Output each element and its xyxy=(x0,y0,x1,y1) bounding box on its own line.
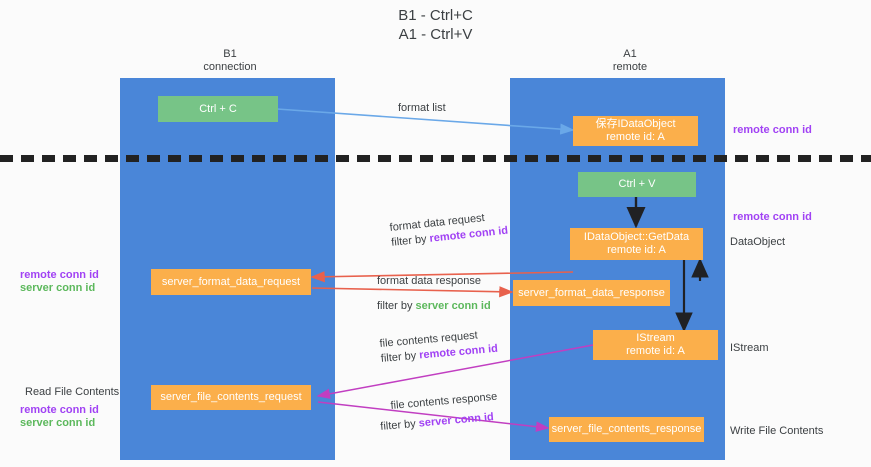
node-server-format-data-response[interactable]: server_format_data_response xyxy=(513,280,670,306)
annotation-read-file-contents: Read File Contents xyxy=(25,386,120,398)
page-title: B1 - Ctrl+C A1 - Ctrl+V xyxy=(398,7,473,43)
node-server-file-contents-response[interactable]: server_file_contents_response xyxy=(549,417,704,442)
annotation-dataobject: DataObject xyxy=(730,236,786,248)
filter-prefix: filter by xyxy=(379,417,420,433)
node-idataobject-getdata[interactable]: IDataObject::GetData remote id: A xyxy=(570,228,703,260)
node-save-idataobject[interactable]: 保存IDataObject remote id: A xyxy=(573,116,698,146)
edge-label-file-contents-response-filter: filter by server conn id xyxy=(380,410,500,435)
filter-key-server-conn-id: server conn id xyxy=(415,300,491,312)
edge-label-format-data-response-group: format data response filter by server co… xyxy=(377,274,491,314)
filter-prefix: filter by xyxy=(377,300,416,312)
node-istream[interactable]: IStream remote id: A xyxy=(593,330,718,360)
edge-label-format-data-request-group: format data request filter by remote con… xyxy=(389,209,509,251)
filter-key-server-conn-id: server conn id xyxy=(418,411,495,430)
annotation-left-server-conn-id-2: server conn id xyxy=(20,417,96,429)
annotation-remote-conn-id-top: remote conn id xyxy=(733,124,812,136)
node-ctrl-c[interactable]: Ctrl + C xyxy=(158,96,278,122)
node-server-file-contents-request[interactable]: server_file_contents_request xyxy=(151,385,311,410)
edge-label-file-contents-request-group: file contents request filter by remote c… xyxy=(379,327,499,367)
edge-label-file-contents-response-group: file contents response filter by server … xyxy=(380,390,500,434)
edge-label-format-data-response-filter: filter by server conn id xyxy=(377,299,491,314)
filter-prefix: filter by xyxy=(380,349,420,365)
column-header-a1: A1 remote xyxy=(612,48,648,73)
annotation-write-file-contents: Write File Contents xyxy=(730,425,824,437)
phase-divider xyxy=(0,155,871,162)
annotation-left-server-conn-id: server conn id xyxy=(20,282,96,294)
annotation-remote-conn-id-mid: remote conn id xyxy=(733,211,812,223)
node-server-format-data-request[interactable]: server_format_data_request xyxy=(151,269,311,295)
edge-label-format-data-response: format data response xyxy=(377,275,481,287)
column-header-b1: B1 connection xyxy=(203,48,257,73)
annotation-istream: IStream xyxy=(730,342,769,354)
filter-prefix: filter by xyxy=(390,232,431,249)
edge-label-format-list: format list xyxy=(398,102,446,114)
annotation-left-remote-conn-id-2: remote conn id xyxy=(20,404,99,416)
node-ctrl-v[interactable]: Ctrl + V xyxy=(578,172,696,197)
annotation-left-remote-conn-id: remote conn id xyxy=(20,269,99,281)
